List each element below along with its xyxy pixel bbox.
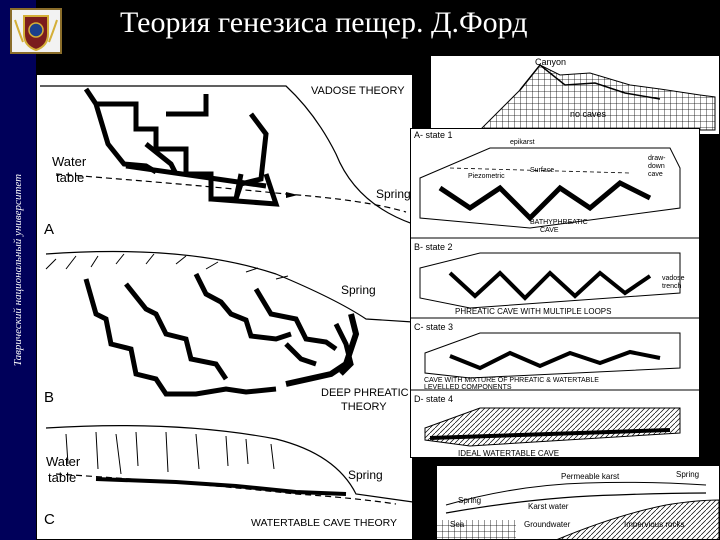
spring-label-a: Spring bbox=[376, 187, 411, 201]
letter-a: A bbox=[44, 221, 54, 238]
states-diagram: A- state 1 epikarst draw- down cave Piez… bbox=[410, 128, 700, 458]
state3-caption-line1: CAVE WITH MIXTURE OF PHREATIC & WATERTAB… bbox=[424, 377, 599, 384]
permeable-karst-label: Permeable karst bbox=[561, 472, 620, 481]
state3-label: C- state 3 bbox=[414, 322, 453, 332]
state1-piezometric bbox=[449, 167, 631, 174]
state2-caption: PHREATIC CAVE WITH MULTIPLE LOOPS bbox=[455, 307, 611, 316]
karst-water-line bbox=[445, 492, 707, 514]
canyon-profile bbox=[519, 63, 661, 100]
state2-loops bbox=[448, 270, 652, 301]
no-caves-label: no caves bbox=[570, 109, 607, 119]
section-watertable: Water table Spring WATERTABLE CAVE THEOR… bbox=[44, 425, 413, 529]
hill-outline-c bbox=[45, 425, 413, 503]
state3-caption-line2: LEVELLED COMPONENTS bbox=[424, 384, 512, 391]
sea-fill bbox=[436, 520, 516, 540]
state1-cave bbox=[438, 180, 652, 222]
university-name: Таврический национальный университет bbox=[12, 173, 24, 367]
state-3: C- state 3 CAVE WITH MIXTURE OF PHREATIC… bbox=[414, 322, 681, 391]
epikarst-label: epikarst bbox=[510, 139, 535, 146]
impervious-fill bbox=[555, 499, 720, 540]
flow-arrow-a bbox=[286, 192, 298, 198]
fracture-band-c bbox=[65, 431, 275, 475]
state4-caption: IDEAL WATERTABLE CAVE bbox=[458, 449, 559, 458]
watertable-theory-label: WATERTABLE CAVE THEORY bbox=[251, 517, 397, 529]
impervious-label: Impervious rocks bbox=[624, 520, 684, 529]
deep-phreatic-line1: DEEP PHREATIC bbox=[321, 387, 409, 399]
state-4: D- state 4 IDEAL WATERTABLE CAVE bbox=[414, 394, 681, 458]
karst-surface bbox=[445, 481, 707, 506]
canyon-diagram: Canyon no caves bbox=[430, 55, 720, 135]
water-label-c: Water bbox=[46, 454, 81, 469]
state2-block bbox=[419, 252, 681, 309]
state3-cave bbox=[449, 349, 661, 371]
spring-label-c: Spring bbox=[348, 468, 383, 482]
university-crest bbox=[10, 8, 62, 54]
vadose-theory-label: VADOSE THEORY bbox=[311, 85, 405, 97]
vadose-trench-line1: vadose bbox=[662, 275, 685, 282]
deep-phreatic-line2: THEORY bbox=[341, 401, 387, 413]
table-label-c: table bbox=[48, 470, 76, 485]
theories-diagram: VADOSE THEORY Water table Spring A Sprin… bbox=[36, 74, 413, 540]
state4-block bbox=[424, 407, 681, 447]
canyon-fill bbox=[478, 64, 716, 131]
hill-outline-b bbox=[45, 250, 413, 323]
canyon-label: Canyon bbox=[535, 57, 566, 67]
sea-label: Sea bbox=[450, 520, 465, 529]
surface-label: Surface bbox=[530, 167, 554, 174]
table-label-a: table bbox=[56, 170, 84, 185]
fracture-band-b bbox=[45, 253, 289, 280]
drawdown-line2: down bbox=[648, 163, 665, 170]
drawdown-line3: cave bbox=[648, 171, 663, 178]
slide-title: Теория генезиса пещер. Д.Форд bbox=[120, 6, 528, 39]
vadose-trench-line2: trench bbox=[662, 283, 682, 290]
karst-water-label: Karst water bbox=[528, 502, 569, 511]
state-2: B- state 2 vadose trench PHREATIC CAVE W… bbox=[414, 242, 685, 316]
piezometric-label: Piezometric bbox=[468, 173, 505, 180]
state1-block bbox=[419, 147, 681, 229]
karst-diagram: Permeable karst Spring Spring Karst wate… bbox=[436, 465, 720, 540]
state1-label: A- state 1 bbox=[414, 130, 453, 140]
vadose-base-a bbox=[125, 163, 267, 189]
groundwater-label: Groundwater bbox=[524, 520, 571, 529]
spring-left-label: Spring bbox=[458, 496, 481, 505]
state-1: A- state 1 epikarst draw- down cave Piez… bbox=[414, 130, 681, 234]
side-strip: Таврический национальный университет bbox=[0, 0, 36, 540]
state3-block bbox=[424, 332, 681, 379]
bathyphreatic-label: BATHYPHREATIC bbox=[530, 219, 588, 226]
hill-outline-a bbox=[40, 85, 413, 225]
water-label-a: Water bbox=[52, 154, 87, 169]
spring-right-label: Spring bbox=[676, 470, 699, 479]
state2-label: B- state 2 bbox=[414, 242, 453, 252]
phreatic-loops-b bbox=[83, 272, 354, 397]
drawdown-line1: draw- bbox=[648, 155, 666, 162]
vadose-cave-a bbox=[83, 87, 280, 207]
bathyphreatic-label2: CAVE bbox=[540, 227, 559, 234]
letter-b: B bbox=[44, 389, 54, 406]
state4-cave bbox=[429, 428, 671, 440]
section-vadose: VADOSE THEORY Water table Spring A bbox=[40, 85, 413, 238]
state4-label: D- state 4 bbox=[414, 394, 453, 404]
spring-label-b: Spring bbox=[341, 283, 376, 297]
phreatic-shaft-b bbox=[285, 313, 360, 387]
section-phreatic: Spring DEEP PHREATIC THEORY B bbox=[44, 250, 413, 413]
letter-c: C bbox=[44, 511, 55, 528]
